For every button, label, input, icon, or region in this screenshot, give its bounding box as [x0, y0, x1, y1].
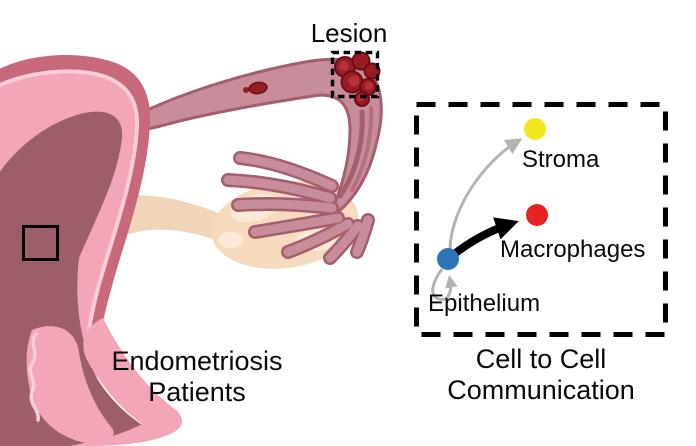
macrophages-node: [526, 204, 548, 226]
cell-panel-border: [414, 102, 668, 337]
lesion-roi-box: [330, 50, 380, 99]
stroma-node: [524, 118, 546, 140]
anatomy-caption-line2: Patients: [148, 377, 246, 407]
epithelium-label: Epithelium: [428, 290, 541, 317]
epithelium-node: [437, 248, 459, 270]
tube-shading: [337, 109, 365, 199]
cell-panel-caption: Cell to Cell Communication: [411, 344, 671, 406]
cell-panel-caption-line2: Communication: [447, 375, 635, 405]
ovarian-ligament: [114, 195, 236, 246]
lesion-spot: [243, 81, 268, 95]
anatomy-caption-line1: Endometriosis: [111, 346, 283, 376]
stroma-label: Stroma: [522, 146, 600, 173]
cervix-scallop-line: [28, 332, 40, 422]
fimbriae: [221, 151, 375, 265]
tube-shading: [350, 106, 374, 192]
edge-epithelium-self-loop: [431, 268, 458, 301]
ovary-spot: [218, 232, 244, 248]
lesion-cluster-highlights: [339, 61, 373, 102]
edge-epithelium-to-stroma: [448, 138, 523, 250]
macrophages-label: Macrophages: [500, 236, 646, 263]
edge-epithelium-to-macrophages: [450, 217, 519, 259]
cervix-lip: [26, 326, 114, 444]
cervical-canal-wall: [70, 318, 182, 446]
myometrium-roi-box: [22, 225, 59, 261]
anatomy-caption: Endometriosis Patients: [77, 346, 317, 408]
cell-panel-caption-line1: Cell to Cell: [475, 344, 607, 374]
lesion-label: Lesion: [310, 18, 388, 48]
